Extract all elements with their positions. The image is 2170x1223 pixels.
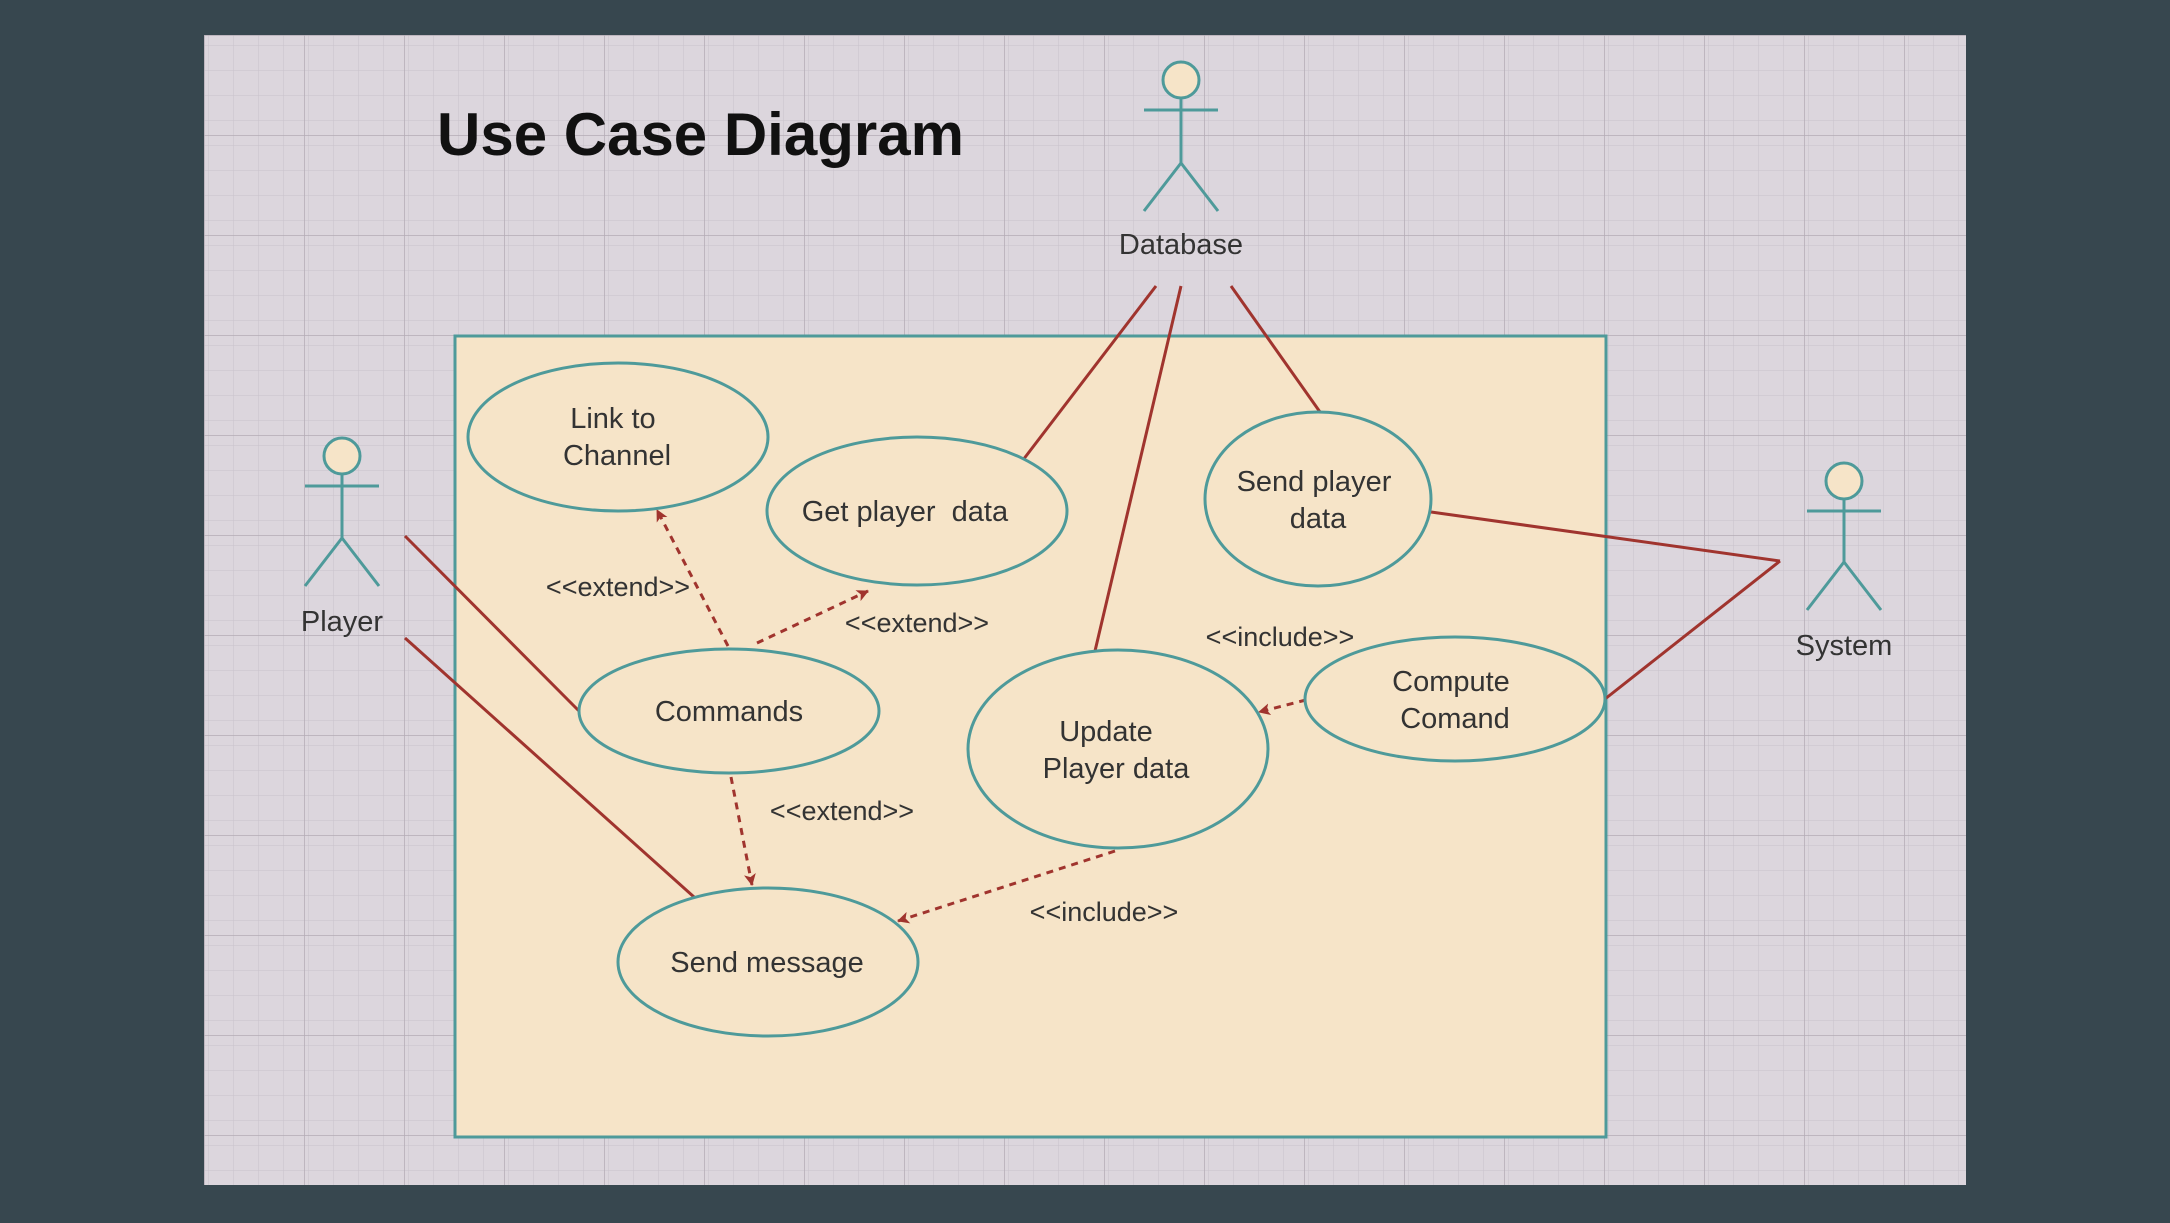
use-case-label-compute-comand: Compute Comand (1392, 666, 1518, 735)
association-player-send-message[interactable] (403, 636, 696, 899)
association-database-get-player-data[interactable] (1021, 285, 1158, 461)
use-case-link-to-channel[interactable] (466, 361, 770, 513)
association-database-send-player-data[interactable] (1229, 285, 1322, 413)
use-case-label-link-to-channel: Link to Channel (563, 403, 671, 472)
actor-player[interactable] (303, 436, 381, 587)
use-case-compute-comand[interactable] (1303, 635, 1607, 763)
include-label-compute: <<include>> (1206, 622, 1355, 652)
use-case-commands[interactable] (577, 647, 881, 775)
extend-label-send: <<extend>> (770, 796, 914, 826)
association-system-send-player-data[interactable] (1430, 510, 1781, 563)
use-case-label-commands: Commands (655, 696, 803, 728)
association-database-update-player-data[interactable] (1093, 285, 1183, 652)
extend-arrow-send-message[interactable] (729, 776, 756, 886)
use-case-send-message[interactable] (616, 886, 920, 1038)
actor-label-player: Player (301, 606, 384, 638)
diagram-title: Use Case Diagram (437, 101, 964, 168)
actor-system[interactable] (1805, 461, 1883, 611)
actor-label-system: System (1796, 630, 1893, 662)
extend-label-link: <<extend>> (546, 572, 690, 602)
use-case-send-player-data[interactable] (1203, 410, 1433, 588)
include-arrow-update-player-data[interactable] (1258, 698, 1307, 716)
association-player-commands[interactable] (403, 534, 582, 714)
extend-label-get: <<extend>> (845, 608, 989, 638)
include-label-update: <<include>> (1030, 897, 1179, 927)
use-case-label-send-player-data: Send player data (1237, 466, 1400, 535)
association-system-compute-comand[interactable] (1604, 559, 1781, 701)
use-case-get-player-data[interactable] (765, 435, 1069, 587)
use-case-update-player-data[interactable] (966, 648, 1270, 850)
use-case-label-update-player-data: Update Player data (1043, 716, 1191, 785)
actor-label-database: Database (1119, 229, 1243, 261)
use-case-label-send-message: Send message (670, 947, 863, 979)
use-case-label-get-player-data: Get player data (0, 0, 1032, 528)
actor-database[interactable] (1142, 60, 1220, 212)
